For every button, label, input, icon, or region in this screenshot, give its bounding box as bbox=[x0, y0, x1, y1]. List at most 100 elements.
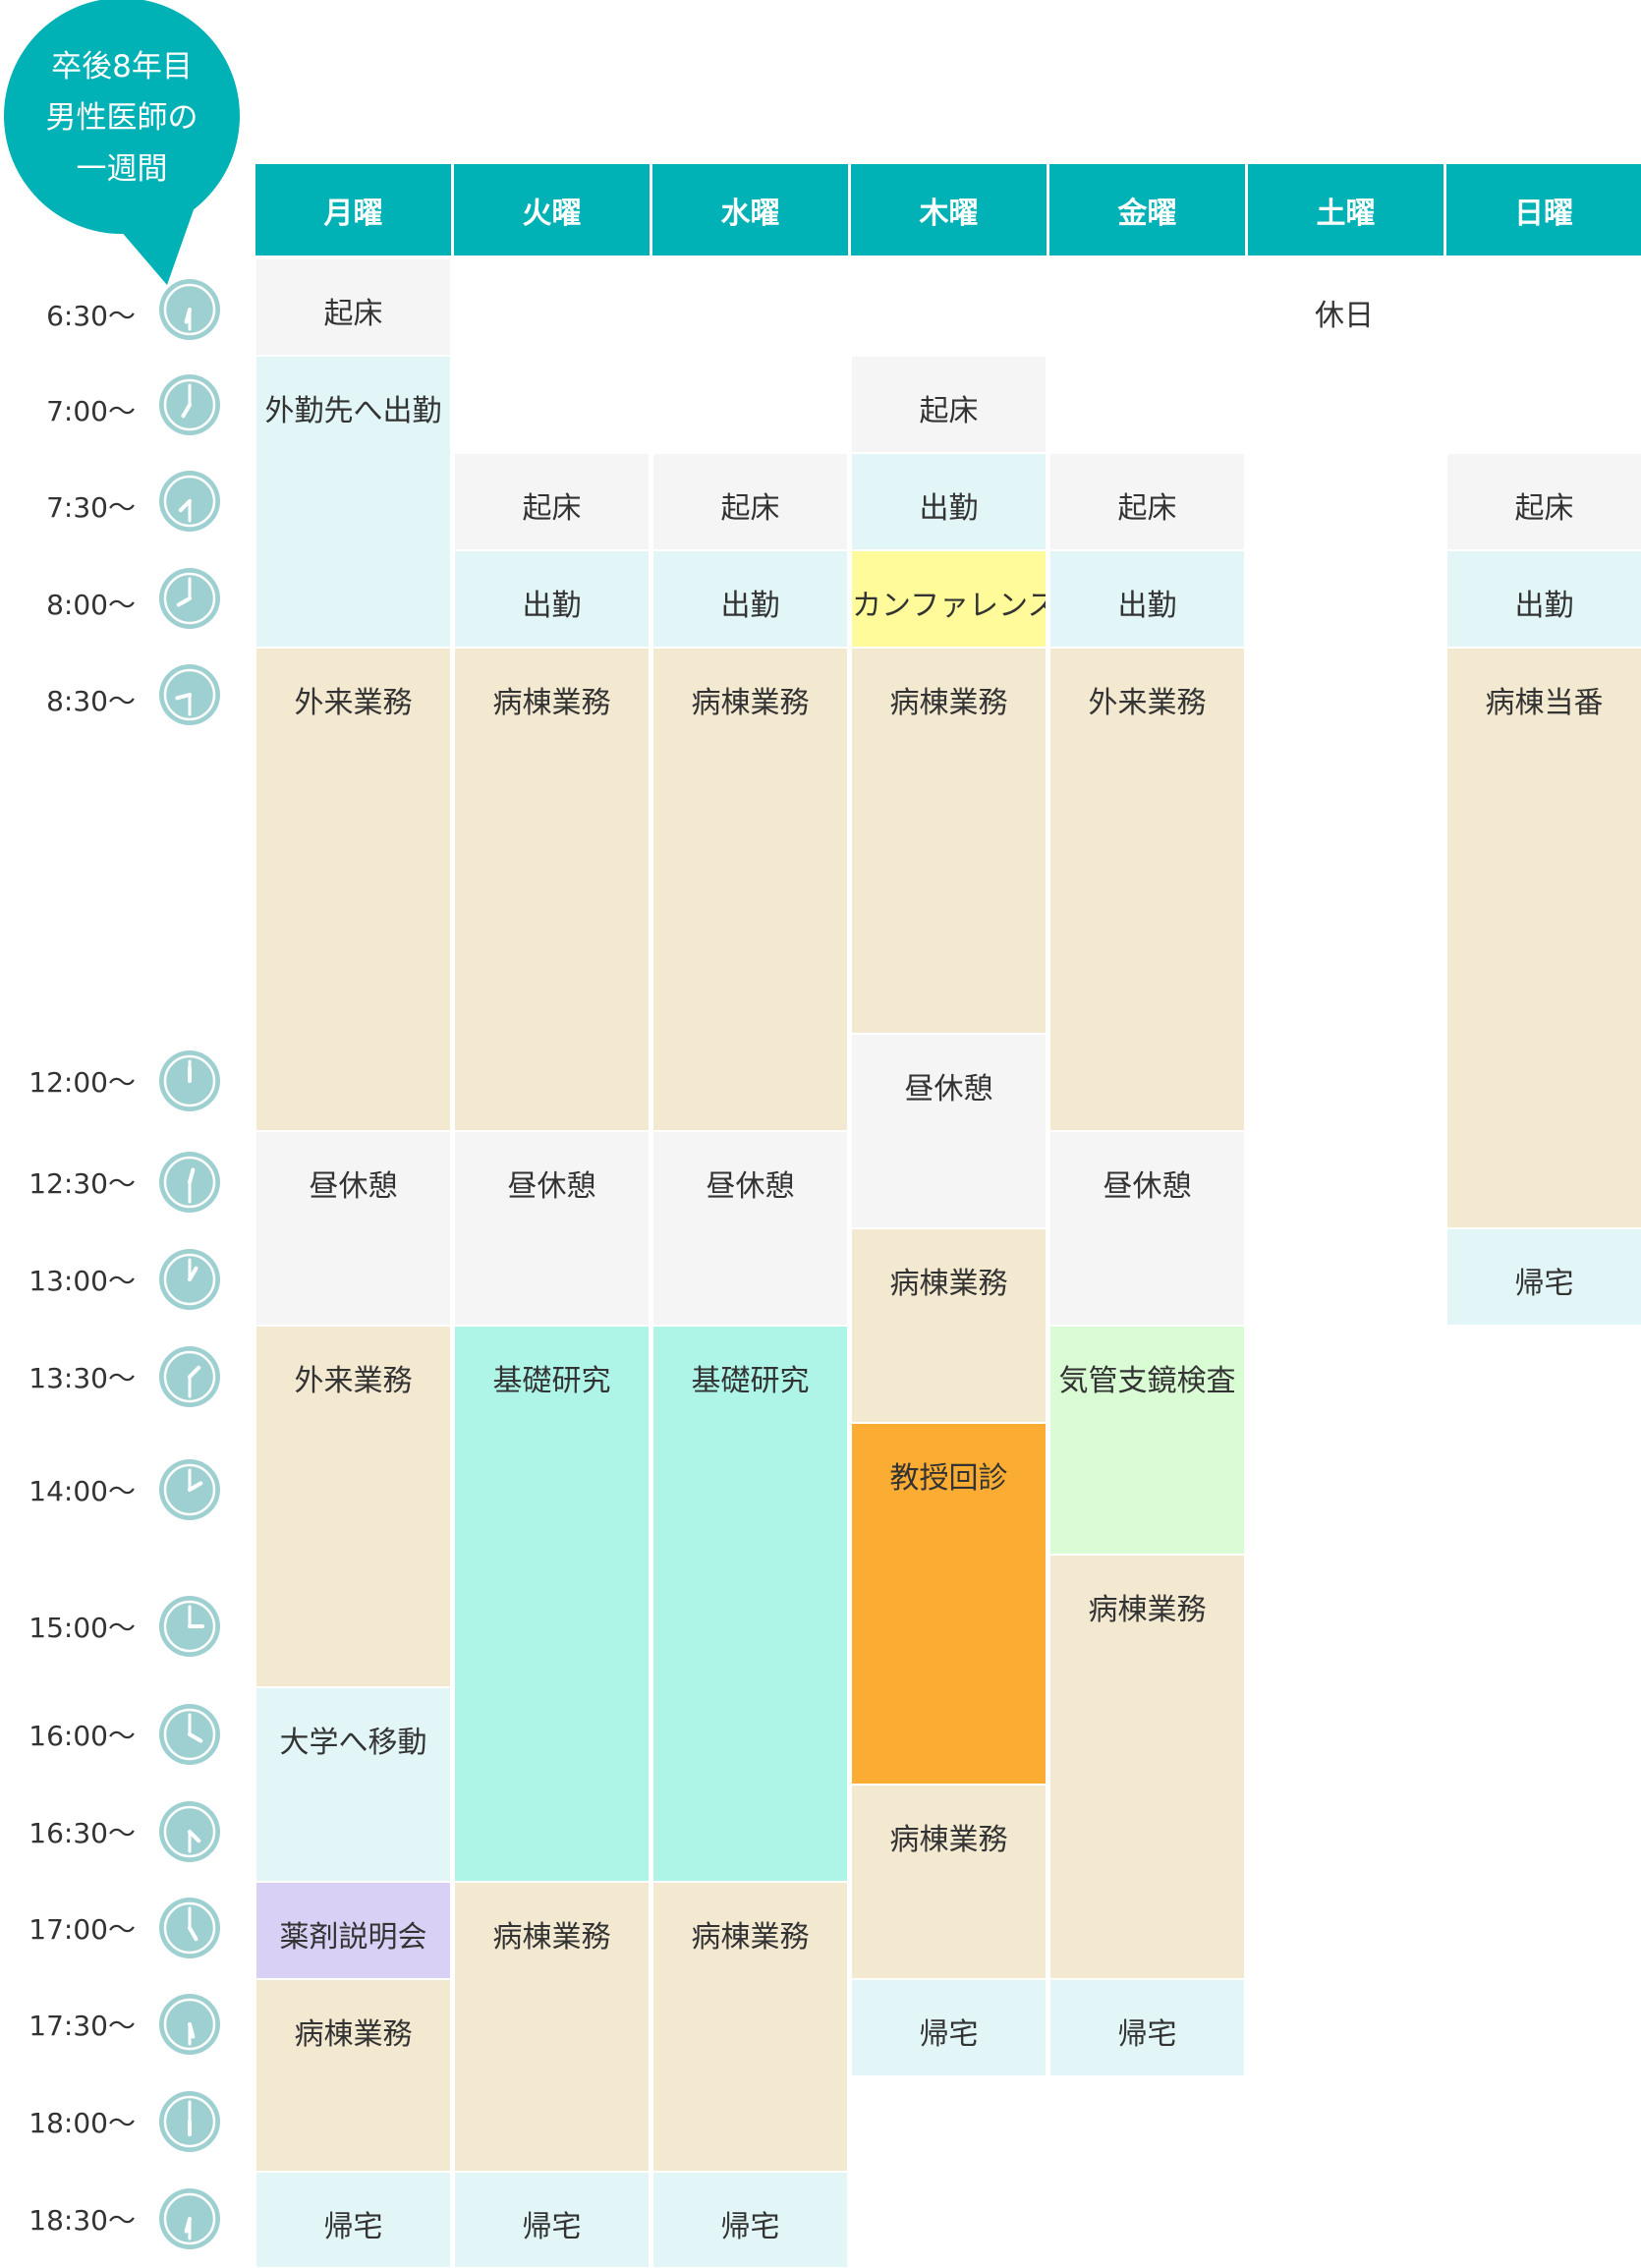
time-label: 6:30〜 bbox=[46, 300, 136, 332]
clock-rim bbox=[163, 1350, 216, 1403]
saturday-holiday-label: 休日 bbox=[1315, 299, 1374, 333]
clock-rim bbox=[163, 1708, 216, 1761]
clock-icon bbox=[159, 1459, 220, 1520]
schedule-cell-wed: 病棟業務 bbox=[653, 1883, 847, 2171]
schedule-cell-fri: 病棟業務 bbox=[1050, 1556, 1244, 1978]
time-label: 13:00〜 bbox=[28, 1265, 136, 1297]
schedule-cell-tue: 基礎研究 bbox=[455, 1327, 649, 1881]
schedule-cell-tue: 病棟業務 bbox=[455, 1883, 649, 2171]
day-header-thu: 木曜 bbox=[851, 164, 1047, 255]
schedule-cell-mon: 病棟業務 bbox=[256, 1980, 450, 2171]
clock-icon bbox=[159, 2188, 220, 2249]
time-label: 12:00〜 bbox=[28, 1066, 136, 1099]
clock-hour-hand bbox=[188, 1167, 196, 1184]
time-label: 13:30〜 bbox=[28, 1362, 136, 1394]
schedule-cell-thu: 病棟業務 bbox=[852, 649, 1046, 1033]
schedule-cell-tue: 帰宅 bbox=[455, 2173, 649, 2267]
schedule-cell-thu: 帰宅 bbox=[852, 1980, 1046, 2075]
time-label: 18:00〜 bbox=[28, 2107, 136, 2139]
clock-hour-hand bbox=[181, 403, 192, 419]
clock-rim bbox=[163, 378, 216, 431]
schedule-cell-wed: 起床 bbox=[653, 454, 847, 549]
schedule-cell-thu: 昼休憩 bbox=[852, 1035, 1046, 1227]
schedule-cell-mon: 薬剤説明会 bbox=[256, 1883, 450, 1978]
time-label: 16:00〜 bbox=[28, 1720, 136, 1752]
clock-hour-hand bbox=[188, 1926, 198, 1942]
clock-rim bbox=[163, 1463, 216, 1516]
clock-rim bbox=[163, 1805, 216, 1858]
schedule-cell-wed: 昼休憩 bbox=[653, 1132, 847, 1325]
clock-hour-hand bbox=[188, 1830, 201, 1843]
time-label: 14:00〜 bbox=[28, 1475, 136, 1507]
schedule-cell-wed: 基礎研究 bbox=[653, 1327, 847, 1881]
clock-rim bbox=[163, 475, 216, 528]
day-header-sat: 土曜 bbox=[1248, 164, 1443, 255]
schedule-cell-wed: 帰宅 bbox=[653, 2173, 847, 2267]
bubble-line: 男性医師の bbox=[45, 100, 198, 136]
clock-rim bbox=[163, 2095, 216, 2148]
schedule-cell-fri: 起床 bbox=[1050, 454, 1244, 549]
schedule-cell-fri: 昼休憩 bbox=[1050, 1132, 1244, 1325]
day-header-fri: 金曜 bbox=[1049, 164, 1245, 255]
clock-icon bbox=[159, 1152, 220, 1213]
time-label: 8:30〜 bbox=[46, 685, 136, 717]
time-label: 7:30〜 bbox=[46, 491, 136, 524]
clock-icon bbox=[159, 1596, 220, 1657]
clock-rim bbox=[163, 1054, 216, 1107]
schedule-cell-sun: 帰宅 bbox=[1447, 1229, 1641, 1325]
day-header-wed: 水曜 bbox=[652, 164, 848, 255]
clock-rim bbox=[163, 1600, 216, 1653]
schedule-cell-thu: カンファレンス bbox=[852, 551, 1046, 647]
clock-icon bbox=[159, 1704, 220, 1765]
clock-icon bbox=[159, 2091, 220, 2152]
clock-icon bbox=[159, 471, 220, 532]
day-header-mon: 月曜 bbox=[255, 164, 451, 255]
clock-rim bbox=[163, 2192, 216, 2245]
time-label: 17:00〜 bbox=[28, 1913, 136, 1946]
bubble-line: 卒後8年目 bbox=[51, 49, 193, 85]
bubble-line: 一週間 bbox=[76, 151, 168, 187]
schedule-cell-sun: 病棟当番 bbox=[1447, 649, 1641, 1227]
clock-rim bbox=[163, 1901, 216, 1955]
clock-hour-hand bbox=[176, 596, 192, 607]
schedule-cell-thu: 教授回診 bbox=[852, 1424, 1046, 1784]
clock-icon bbox=[159, 1050, 220, 1111]
schedule-cell-fri: 気管支鏡検査 bbox=[1050, 1327, 1244, 1554]
schedule-cell-thu: 病棟業務 bbox=[852, 1229, 1046, 1422]
schedule-cell-tue: 出勤 bbox=[455, 551, 649, 647]
clock-icon bbox=[159, 1249, 220, 1310]
schedule-cell-fri: 外来業務 bbox=[1050, 649, 1244, 1130]
schedule-cell-wed: 出勤 bbox=[653, 551, 847, 647]
speech-bubble-shape bbox=[4, 0, 240, 285]
clock-rim bbox=[163, 668, 216, 721]
clock-icon bbox=[159, 1898, 220, 1958]
clock-icon bbox=[159, 1801, 220, 1862]
clock-icon bbox=[159, 279, 220, 340]
time-label: 7:00〜 bbox=[46, 395, 136, 427]
clock-rim bbox=[163, 1156, 216, 1209]
clock-hour-hand bbox=[175, 693, 192, 701]
clock-hour-hand bbox=[188, 1481, 203, 1492]
clock-icon bbox=[159, 1346, 220, 1407]
time-label: 16:30〜 bbox=[28, 1817, 136, 1849]
clock-hour-hand bbox=[188, 1732, 203, 1743]
schedule-cell-thu: 起床 bbox=[852, 357, 1046, 452]
schedule-cell-mon: 大学へ移動 bbox=[256, 1688, 450, 1881]
schedule-cell-fri: 出勤 bbox=[1050, 551, 1244, 647]
schedule-cell-tue: 起床 bbox=[455, 454, 649, 549]
time-label: 12:30〜 bbox=[28, 1167, 136, 1200]
schedule-cell-sun: 出勤 bbox=[1447, 551, 1641, 647]
schedule-cell-tue: 病棟業務 bbox=[455, 649, 649, 1130]
clock-hour-hand bbox=[188, 1365, 201, 1379]
schedule-cell-mon: 外来業務 bbox=[256, 1327, 450, 1686]
clock-hour-hand bbox=[178, 499, 192, 513]
day-header-sun: 日曜 bbox=[1446, 164, 1641, 255]
day-header-tue: 火曜 bbox=[454, 164, 650, 255]
schedule-cell-mon: 起床 bbox=[256, 259, 450, 355]
clock-icon bbox=[159, 664, 220, 725]
schedule-cell-thu: 病棟業務 bbox=[852, 1786, 1046, 1978]
schedule-cell-fri: 帰宅 bbox=[1050, 1980, 1244, 2075]
clock-rim bbox=[163, 572, 216, 625]
schedule-cell-mon: 外来業務 bbox=[256, 649, 450, 1130]
clock-icon bbox=[159, 374, 220, 435]
